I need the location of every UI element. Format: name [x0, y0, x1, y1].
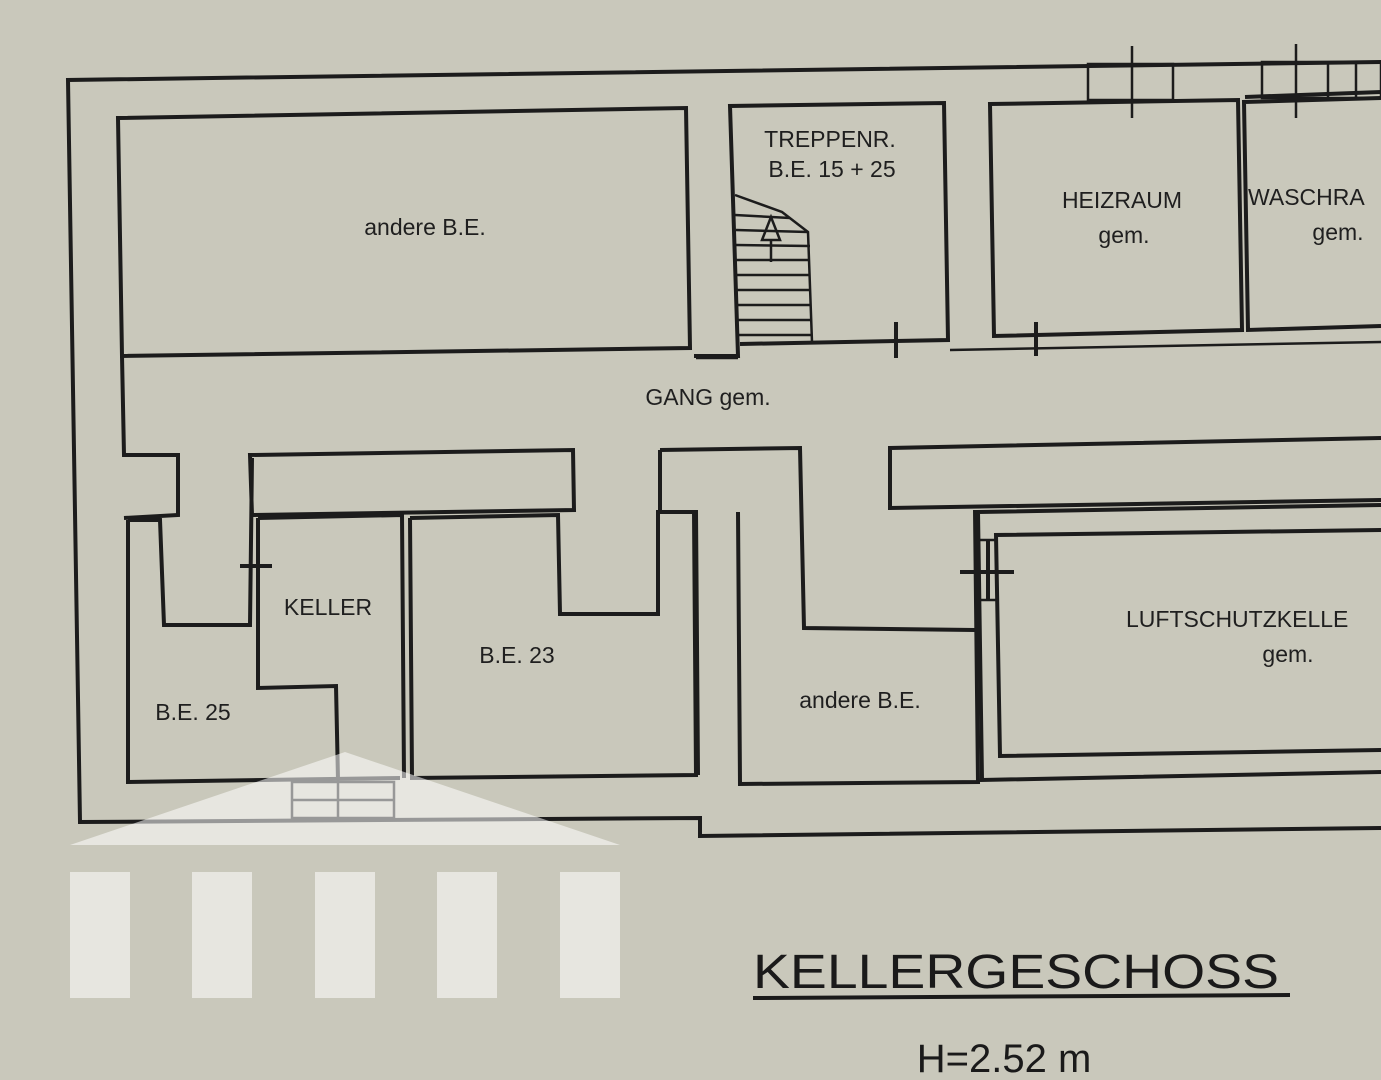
stairs: [734, 193, 814, 343]
room-label-gang: GANG gem.: [645, 384, 770, 410]
room-label-heizraum-1: HEIZRAUM: [1062, 187, 1182, 213]
room-gang: GANG gem.: [120, 355, 771, 520]
room-label-keller: KELLER: [284, 594, 372, 620]
room-label-waschraum-2: gem.: [1312, 219, 1363, 245]
house-logo-icon: [70, 752, 620, 998]
room-treppenraum: TREPPENR. B.E. 15 + 25: [694, 100, 951, 360]
room-label-andere-be-top: andere B.E.: [364, 214, 485, 240]
room-andere-be-top: andere B.E.: [115, 105, 693, 359]
room-label-heizraum-2: gem.: [1098, 222, 1149, 248]
window-marks: [1086, 44, 1381, 118]
floor-title-block: KELLERGESCHOSS H=2.52 m: [752, 946, 1291, 1080]
room-luftschutzkeller: LUFTSCHUTZKELLE gem.: [960, 503, 1381, 783]
room-andere-be-bottom: andere B.E.: [736, 509, 981, 787]
floor-title: KELLERGESCHOSS: [753, 946, 1279, 999]
room-label-be25: B.E. 25: [155, 699, 230, 725]
room-label-treppenraum-2: B.E. 15 + 25: [768, 156, 895, 182]
room-waschraum: WASCHRA gem.: [1241, 96, 1381, 333]
room-heizraum: HEIZRAUM gem.: [949, 97, 1381, 356]
room-label-luftschutz-2: gem.: [1262, 641, 1313, 667]
floor-height: H=2.52 m: [917, 1037, 1092, 1080]
room-keller: KELLER: [256, 512, 406, 781]
room-label-be23: B.E. 23: [479, 642, 554, 668]
room-label-waschraum-1: WASCHRA: [1248, 184, 1365, 210]
room-be25: B.E. 25: [126, 457, 401, 785]
room-label-treppenraum-1: TREPPENR.: [764, 126, 896, 152]
room-be23: B.E. 23: [408, 510, 699, 781]
room-label-luftschutz-1: LUFTSCHUTZKELLE: [1126, 606, 1348, 632]
room-label-andere-be-bottom: andere B.E.: [799, 687, 920, 713]
